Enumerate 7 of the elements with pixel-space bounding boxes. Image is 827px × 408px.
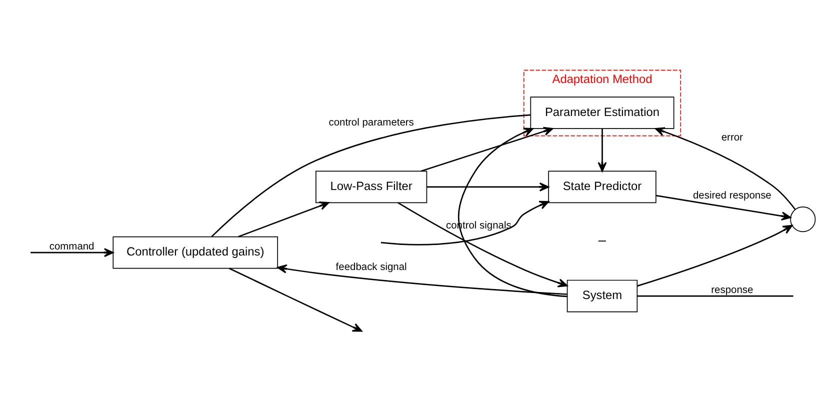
edge-label: desired response bbox=[692, 190, 772, 202]
edge-label: error bbox=[721, 132, 743, 144]
edge-label: control parameters bbox=[328, 117, 414, 128]
label: – bbox=[598, 232, 606, 248]
edge-label: feedback signal bbox=[336, 262, 407, 274]
edge-label: response bbox=[711, 285, 754, 296]
edge-label: command bbox=[49, 242, 94, 253]
